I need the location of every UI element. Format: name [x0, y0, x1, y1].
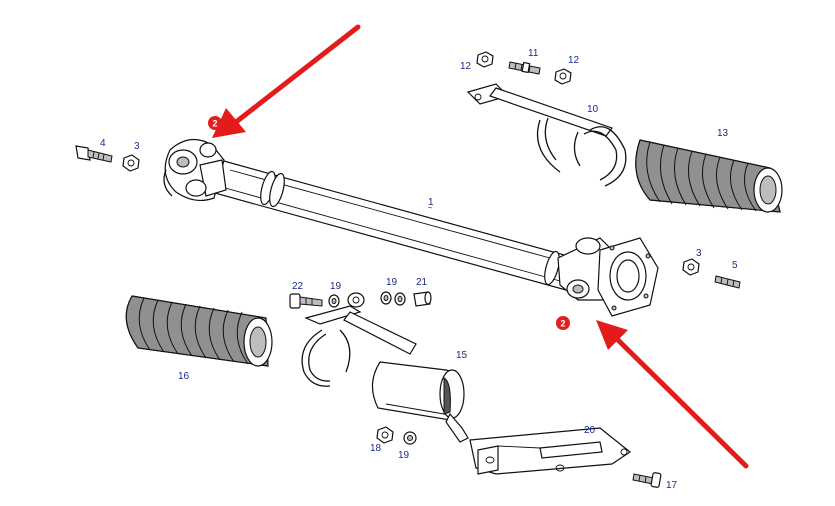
washer-part-19-d	[403, 431, 417, 445]
bolt-part-4	[75, 145, 113, 163]
bolt-part-22	[289, 293, 323, 309]
badge-2-bottom-label: 2	[560, 319, 565, 329]
bracket-part-20	[469, 427, 632, 475]
callout-3-left: 3	[134, 141, 140, 152]
callout-10: 10	[587, 104, 599, 115]
callout-20: 20	[584, 425, 596, 436]
callout-1: 1	[428, 197, 434, 208]
callout-3-right: 3	[696, 248, 702, 259]
guard-part-15	[371, 361, 469, 443]
nut-part-18	[376, 426, 394, 444]
washer-part-19-a	[328, 294, 340, 308]
badge-part-2-bottom: 2	[556, 316, 570, 330]
bolt-part-17	[632, 472, 662, 488]
right-universal-joint	[557, 237, 659, 317]
callout-17: 17	[666, 480, 678, 491]
callout-21: 21	[416, 277, 428, 288]
rubber-boot-part-16	[125, 295, 273, 367]
bracket-part-10	[466, 83, 627, 187]
stud-part-11	[508, 61, 541, 75]
callout-16: 16	[178, 371, 190, 382]
highlight-arrow-top	[212, 24, 361, 138]
callout-13: 13	[717, 128, 729, 139]
drive-shaft	[203, 157, 576, 291]
callout-22: 22	[292, 281, 304, 292]
highlight-arrow-bottom	[596, 320, 749, 469]
callout-19-b: 19	[386, 277, 398, 288]
callout-11: 11	[528, 48, 539, 59]
callout-19-c: 19	[398, 450, 410, 461]
lower-bracket	[301, 292, 417, 387]
callout-4: 4	[100, 138, 106, 149]
washer-part-19-c	[394, 292, 406, 306]
left-universal-joint	[163, 139, 227, 202]
badge-part-2-top: 2	[208, 116, 222, 130]
washer-part-19-b	[380, 291, 392, 305]
nut-part-3-left	[122, 154, 140, 172]
callout-5: 5	[732, 260, 738, 271]
leader-lines	[427, 206, 433, 209]
rubber-boot-part-13	[635, 139, 783, 213]
callout-12-left: 12	[460, 61, 472, 72]
badge-2-top-label: 2	[212, 119, 217, 129]
callout-15: 15	[456, 350, 468, 361]
sleeve-part-21	[413, 291, 432, 307]
nut-part-12-right	[554, 68, 572, 85]
nut-part-3-right	[682, 258, 700, 276]
callout-labels: 1 4 3 12 11 12 10 13 3 5 22 19 19 21 16 …	[100, 48, 738, 491]
callout-19-a: 19	[330, 281, 342, 292]
callout-12-right: 12	[568, 55, 580, 66]
callout-18: 18	[370, 443, 382, 454]
nut-part-12-left	[476, 51, 494, 68]
bolt-part-5	[714, 275, 741, 289]
